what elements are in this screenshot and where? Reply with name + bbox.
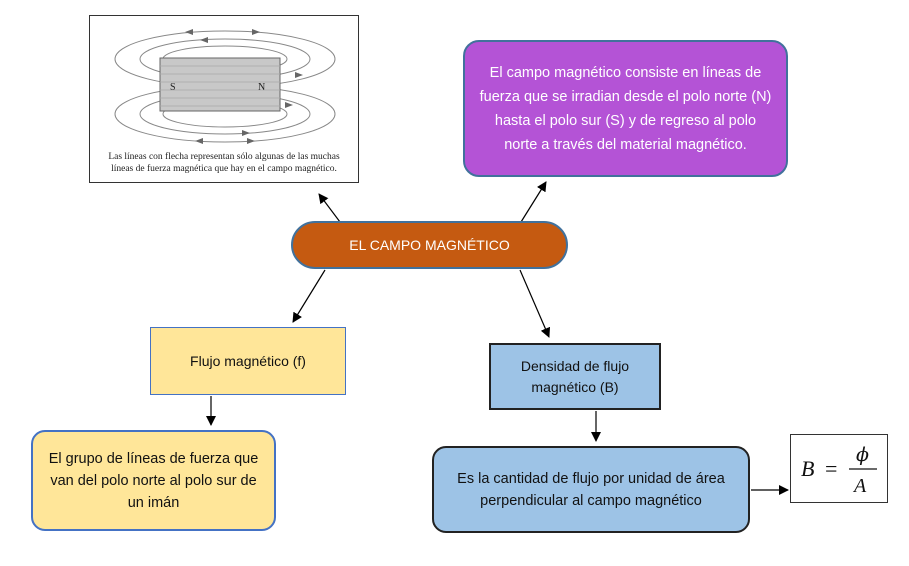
densidad-flujo-box: Densidad de flujo magnético (B) — [489, 343, 661, 410]
arrow-to-figure — [318, 193, 341, 223]
flujo-description-text: El grupo de líneas de fuerza que van del… — [48, 450, 259, 511]
formula-equation: B = ϕ A — [801, 444, 877, 497]
field-definition-text: El campo magnético consiste en líneas de… — [479, 64, 772, 153]
pole-n-label: N — [258, 82, 265, 93]
bar-magnet — [159, 57, 281, 112]
arrow-to-flujo — [292, 269, 326, 323]
figure-caption: Las líneas con flecha representan sólo a… — [98, 151, 350, 175]
field-definition-box: El campo magnético consiste en líneas de… — [463, 40, 788, 177]
caption-line: líneas de fuerza magnética que hay en el… — [111, 164, 337, 174]
arrow-to-definition — [520, 181, 547, 223]
formula-lhs: B — [801, 456, 814, 481]
central-topic-label: EL CAMPO MAGNÉTICO — [349, 237, 510, 253]
caption-line: Las líneas con flecha representan sólo a… — [108, 152, 340, 162]
central-topic: EL CAMPO MAGNÉTICO — [291, 221, 568, 269]
formula-numerator: ϕ — [856, 444, 869, 466]
densidad-description-box: Es la cantidad de flujo por unidad de ár… — [432, 446, 750, 533]
densidad-description-text: Es la cantidad de flujo por unidad de ár… — [457, 470, 725, 509]
flujo-magnetico-box: Flujo magnético (f) — [150, 327, 346, 395]
pole-s-label: S — [170, 82, 176, 93]
flujo-magnetico-label: Flujo magnético (f) — [190, 353, 306, 369]
densidad-flujo-label: Densidad de flujo magnético (B) — [520, 357, 630, 395]
formula-equals: = — [825, 456, 837, 481]
magnetic-field-figure: S N Las líneas con flecha representan só… — [89, 15, 359, 183]
formula-denominator: A — [852, 475, 867, 497]
flujo-description-box: El grupo de líneas de fuerza que van del… — [31, 430, 276, 531]
formula-box: B = ϕ A — [790, 434, 888, 503]
arrow-to-densidad — [519, 269, 551, 338]
magnet-field-illustration: S N — [114, 29, 336, 144]
